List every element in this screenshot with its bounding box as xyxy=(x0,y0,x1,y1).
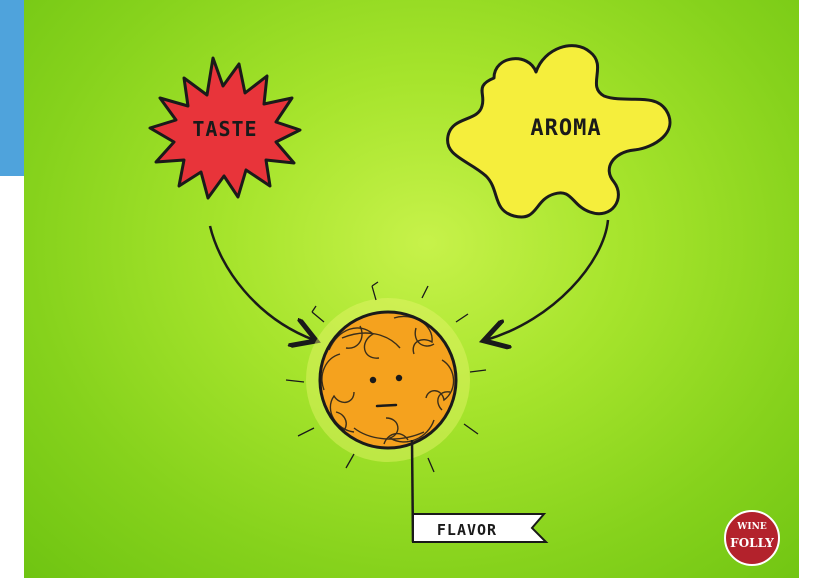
side-tab xyxy=(0,0,24,176)
aroma-label: AROMA xyxy=(530,116,601,141)
taste-burst: TASTE xyxy=(150,58,300,198)
illustration-panel: TASTE AROMA xyxy=(24,0,799,578)
logo-line1: WINE xyxy=(736,522,767,532)
taste-label: TASTE xyxy=(192,117,257,141)
flavor-diagram: TASTE AROMA xyxy=(24,0,799,578)
aroma-to-flavor-arrow xyxy=(486,220,608,340)
taste-to-flavor-arrow xyxy=(210,226,314,340)
flavor-right-eye xyxy=(396,375,402,381)
flavor-ball xyxy=(286,282,486,472)
logo-line2: FOLLY xyxy=(730,536,774,550)
flavor-label: FLAVOR xyxy=(437,521,497,539)
flavor-ball-body xyxy=(320,312,456,448)
wine-folly-logo: WINE FOLLY xyxy=(725,511,779,565)
flavor-left-eye xyxy=(370,377,376,383)
flavor-mouth xyxy=(377,405,396,406)
flavor-flag: FLAVOR xyxy=(412,440,546,542)
aroma-cloud: AROMA xyxy=(448,46,670,217)
